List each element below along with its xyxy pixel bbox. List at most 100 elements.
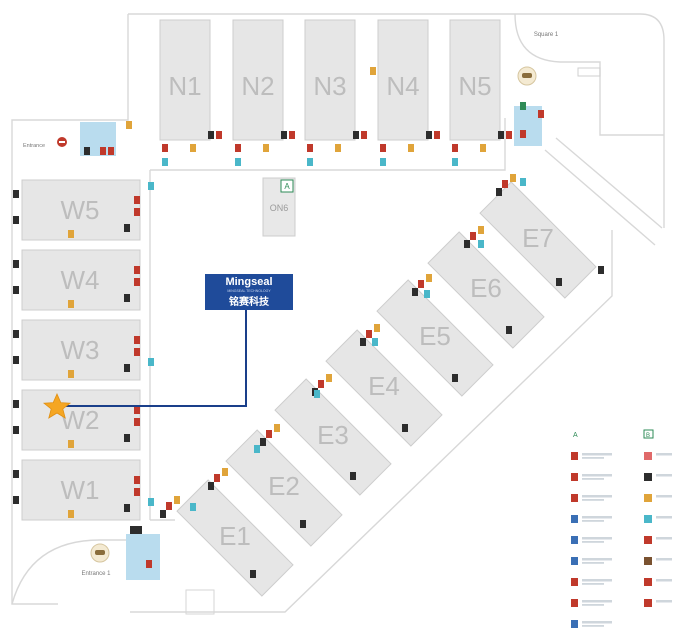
sign-orange: [68, 300, 74, 308]
hall-n5[interactable]: N5: [449, 19, 501, 141]
sign-red: [134, 348, 140, 356]
hall-e2[interactable]: E2: [225, 429, 343, 547]
legend-text-line: [582, 541, 604, 543]
sign-cyan: [148, 358, 154, 366]
legend-marker-a: A: [573, 432, 578, 439]
sign-red: [134, 336, 140, 344]
hall-shape: [427, 231, 545, 349]
sign-red: [216, 131, 222, 139]
entrance-sw[interactable]: Entrance 1: [11, 539, 215, 615]
sign-orange: [263, 144, 269, 152]
outer-road-diagonal: [544, 137, 663, 246]
sign-dark: [498, 131, 504, 139]
hall-label: E4: [368, 371, 400, 401]
hall-n4[interactable]: N4: [377, 19, 429, 141]
hall-label: E5: [419, 321, 451, 351]
sign-red: [134, 406, 140, 414]
hall-e5[interactable]: E5: [376, 279, 494, 397]
legend-icon: [571, 620, 578, 628]
hall-w4[interactable]: W4: [21, 249, 141, 311]
parking-strip-ne: [577, 67, 601, 77]
hall-e1[interactable]: E1: [176, 479, 294, 597]
sign-dark: [350, 472, 356, 480]
site-boundary: [11, 13, 665, 613]
legend-text-line: [656, 558, 672, 561]
hall-e4[interactable]: E4: [325, 329, 443, 447]
legend-text-line: [582, 478, 604, 480]
sign-red: [418, 280, 424, 288]
hall-e3[interactable]: E3: [274, 378, 392, 496]
sign-cyan: [148, 498, 154, 506]
sign-dark: [13, 470, 19, 478]
legend-icon: [571, 557, 578, 565]
sign-red: [214, 474, 220, 482]
sign-red: [380, 144, 386, 152]
legend-text-line: [582, 495, 612, 498]
legend-marker-b-box: [643, 429, 654, 439]
sign-orange: [274, 424, 280, 432]
hall-shape: [21, 179, 141, 241]
hall-label: E7: [522, 223, 554, 253]
sign-orange: [68, 440, 74, 448]
legend-icon: [571, 599, 578, 607]
sign-orange: [408, 144, 414, 152]
hall-n1[interactable]: N1: [159, 19, 211, 141]
hall-n3[interactable]: N3: [304, 19, 356, 141]
sign-red: [134, 476, 140, 484]
sign-dark: [208, 131, 214, 139]
sign-cyan: [162, 158, 168, 166]
legend-icon: [644, 473, 652, 481]
legend-text-line: [656, 474, 672, 477]
legend-text-line: [582, 579, 612, 582]
sign-red: [366, 330, 372, 338]
hall-label: W3: [61, 335, 100, 365]
hall-w2[interactable]: W2: [21, 389, 141, 451]
no-entry-bar: [59, 141, 65, 143]
sign-dark: [160, 510, 166, 518]
hall-w3[interactable]: W3: [21, 319, 141, 381]
legend-text-line: [582, 520, 604, 522]
logo-title: Mingseal: [225, 276, 272, 288]
legend-text-line: [582, 583, 604, 585]
sign-cyan: [307, 158, 313, 166]
hall-n2[interactable]: N2: [232, 19, 284, 141]
hall-w1[interactable]: W1: [21, 459, 141, 521]
north-halls: N1 N2 N3 N4 N5: [159, 19, 501, 141]
sign-dark: [130, 526, 136, 534]
sign-red: [134, 208, 140, 216]
hall-w5[interactable]: W5: [21, 179, 141, 241]
legend-icon: [644, 452, 652, 460]
sign-cyan: [372, 338, 378, 346]
hall-label: W4: [61, 265, 100, 295]
sign-dark: [360, 338, 366, 346]
location-star[interactable]: [42, 393, 72, 419]
sign-dark: [13, 286, 19, 294]
sign-orange: [374, 324, 380, 332]
sign-red: [470, 232, 476, 240]
sign-dark: [13, 330, 19, 338]
sign-red: [146, 560, 152, 568]
hall-label: N4: [386, 71, 419, 101]
exhibitor-logo[interactable]: Mingseal MINGSEAL TECHNOLOGY 铭赛科技: [205, 274, 293, 310]
hall-e7[interactable]: E7: [479, 181, 597, 299]
entrance-ne[interactable]: Square 1: [517, 32, 601, 86]
legend-text-line: [582, 558, 612, 561]
sign-red: [166, 502, 172, 510]
sign-dark: [13, 426, 19, 434]
legend-text-line: [582, 453, 612, 456]
sign-orange: [68, 510, 74, 518]
hall-label: N2: [241, 71, 274, 101]
sign-dark: [250, 570, 256, 578]
sign-dark: [464, 240, 470, 248]
hall-shape: [232, 19, 284, 141]
sign-markers: [13, 67, 604, 578]
center-hall[interactable]: A ON6: [262, 177, 296, 237]
entrance-nw[interactable]: Entrance: [23, 137, 67, 149]
center-hall-label: ON6: [270, 203, 289, 213]
sign-dark: [260, 438, 266, 446]
hall-shape: [479, 181, 597, 299]
hall-e6[interactable]: E6: [427, 231, 545, 349]
